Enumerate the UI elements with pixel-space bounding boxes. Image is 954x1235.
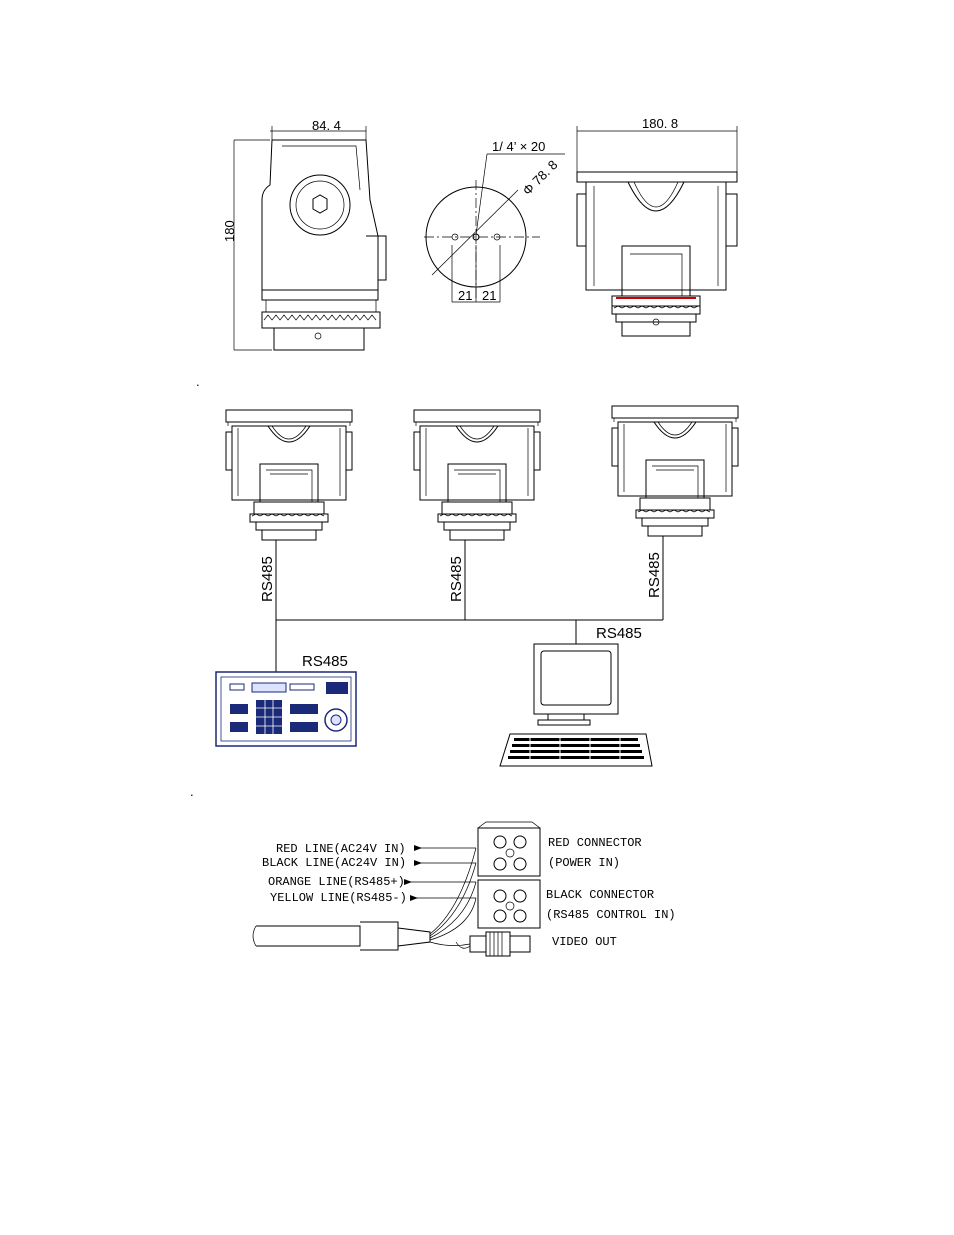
orange-line-label: ORANGE LINE(RS485+) [268, 875, 405, 889]
bus-label-1: RS485 [259, 556, 276, 602]
black-line-label: BLACK LINE(AC24V IN) [262, 856, 406, 870]
rs485-control-label: (RS485 CONTROL IN) [546, 908, 676, 922]
pc-workstation [499, 643, 653, 767]
side-view-drawing [233, 126, 387, 351]
camera-unit-1 [225, 409, 353, 541]
spacing-left-label: 21 [458, 288, 472, 303]
camera-unit-2 [413, 409, 541, 541]
front-view-drawing [576, 126, 738, 337]
video-out-label: VIDEO OUT [552, 935, 617, 949]
wiring-diagram [252, 821, 541, 957]
bullet-2: . [190, 784, 194, 799]
bottom-flange-drawing [424, 153, 565, 303]
pc-rs485-label: RS485 [596, 625, 642, 642]
bus-label-3: RS485 [646, 552, 663, 598]
bullet-1: . [196, 374, 200, 389]
power-in-label: (POWER IN) [548, 856, 620, 870]
camera-unit-3 [611, 405, 739, 537]
rs485-bus-lines [275, 536, 664, 672]
spacing-right-label: 21 [482, 288, 496, 303]
bus-label-2: RS485 [448, 556, 465, 602]
width-dimension-label: 84. 4 [312, 118, 341, 133]
yellow-line-label: YELLOW LINE(RS485-) [270, 891, 407, 905]
red-connector-label: RED CONNECTOR [548, 836, 642, 850]
keyboard-rs485-label: RS485 [302, 653, 348, 670]
height-dimension-label: 180 [222, 220, 237, 242]
thread-label: 1/ 4’ × 20 [492, 139, 545, 154]
red-line-label: RED LINE(AC24V IN) [276, 842, 406, 856]
front-width-label: 180. 8 [642, 116, 678, 131]
black-connector-label: BLACK CONNECTOR [546, 888, 654, 902]
control-keyboard [215, 671, 357, 747]
diameter-label: Φ 78. 8 [520, 157, 561, 198]
